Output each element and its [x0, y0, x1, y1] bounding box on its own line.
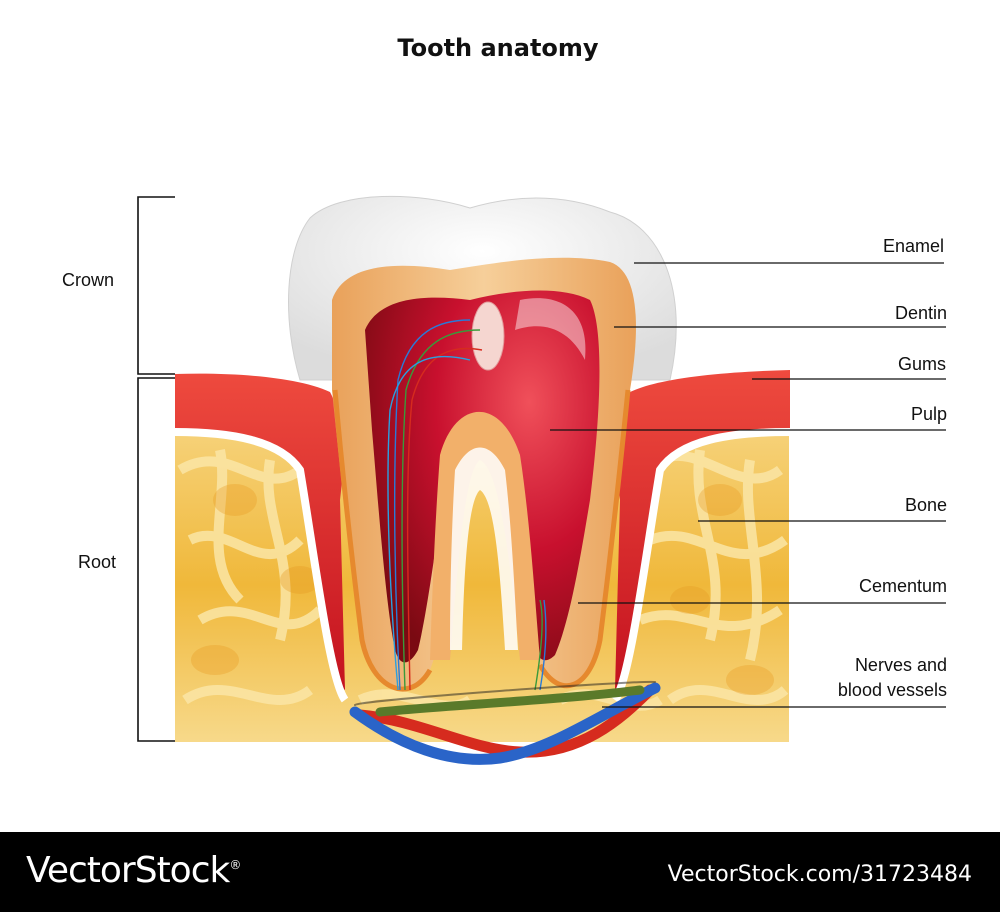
dentin-label: Dentin: [894, 303, 947, 323]
footer-bar: VectorStock® VectorStock.com/31723484: [0, 832, 1000, 912]
pulp-nerve-fibers: [387, 319, 547, 691]
nerves-label-line1: Nerves and: [854, 655, 947, 675]
nerve: [375, 685, 645, 717]
pulp-label: Pulp: [910, 404, 947, 424]
vectorstock-logo: VectorStock®: [26, 850, 241, 891]
brand-name: VectorStock: [26, 850, 230, 891]
leader-lines: [550, 262, 946, 708]
crown-label: Crown: [62, 270, 115, 290]
gums-label: Gums: [897, 354, 946, 374]
nerves-label-line2: blood vessels: [837, 680, 947, 700]
nerves-and-blood-vessels: [349, 680, 661, 765]
diagram-title: Tooth anatomy: [397, 34, 599, 62]
cementum: [332, 389, 631, 692]
enamel-label: Enamel: [882, 236, 944, 256]
registered-mark: ®: [229, 858, 241, 872]
cementum-label: Cementum: [858, 576, 947, 596]
pulp: [365, 290, 600, 663]
vein: [349, 682, 661, 765]
gums: [174, 370, 791, 703]
crown-bracket: [137, 196, 175, 375]
root-label: Root: [78, 552, 117, 572]
root-bracket: [137, 377, 175, 742]
image-url: VectorStock.com/31723484: [667, 862, 972, 887]
pulp-stone: [471, 301, 505, 371]
bone-label: Bone: [904, 495, 947, 515]
